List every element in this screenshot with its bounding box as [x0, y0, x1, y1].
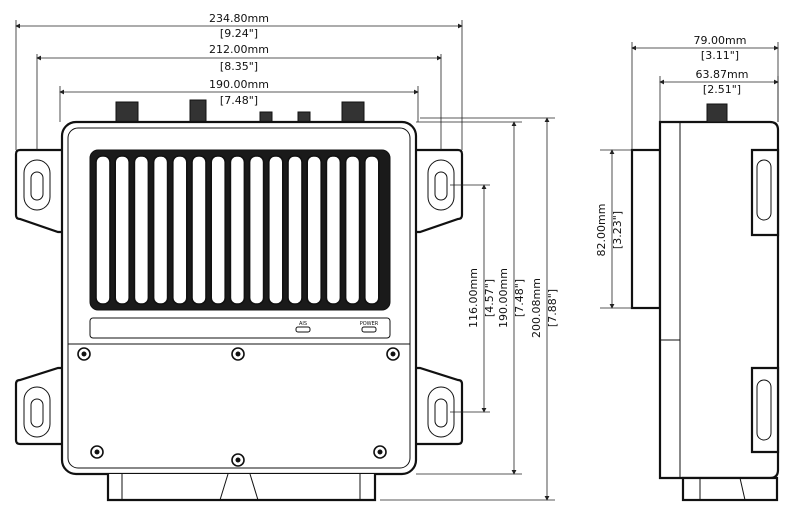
side-heatsink [630, 148, 662, 310]
heatsink-fin [172, 155, 188, 305]
bottom-cable-plate [106, 474, 377, 502]
heatsink-fin [114, 155, 130, 305]
heatsink-fin [344, 155, 361, 305]
dim-width-mount: 212.00mm [8.35"] [36, 43, 442, 150]
heatsink-fin [210, 155, 226, 305]
svg-text:[3.23"]: [3.23"] [611, 211, 624, 249]
front-view: AIS POWER 234.80mm [9.24"] [14, 12, 559, 502]
svg-text:[7.48"]: [7.48"] [513, 279, 526, 317]
heatsink-fin [306, 155, 323, 305]
svg-text:234.80mm: 234.80mm [209, 12, 269, 25]
svg-text:[4.57"]: [4.57"] [483, 279, 496, 317]
svg-text:[8.35"]: [8.35"] [220, 60, 258, 73]
heatsink-fin [191, 155, 207, 305]
svg-text:190.00mm: 190.00mm [497, 268, 510, 328]
dim-depth-body: 63.87mm [2.51"] [659, 68, 779, 122]
svg-text:82.00mm: 82.00mm [595, 204, 608, 257]
led-strip [89, 317, 391, 339]
cover-screws [77, 347, 400, 467]
dim-width-body: 190.00mm [7.48"] [59, 78, 419, 122]
svg-text:79.00mm: 79.00mm [694, 34, 747, 47]
heatsink-fin [152, 155, 169, 305]
svg-text:[7.48"]: [7.48"] [220, 94, 258, 107]
heatsink-fin [248, 155, 265, 305]
heatsink-fin [95, 155, 111, 305]
svg-text:[2.51"]: [2.51"] [703, 83, 741, 96]
svg-text:190.00mm: 190.00mm [209, 78, 269, 91]
svg-text:63.87mm: 63.87mm [696, 68, 749, 81]
svg-text:200.08mm: 200.08mm [530, 278, 543, 338]
dim-width-overall: 234.80mm [9.24"] [15, 12, 463, 150]
heatsink-fins [95, 155, 380, 305]
dim-height-mount: 116.00mm [4.57"] [450, 184, 496, 413]
svg-text:116.00mm: 116.00mm [467, 268, 480, 328]
mount-ear-top-right [408, 148, 464, 234]
dim-height-overall: 200.08mm [7.88"] [380, 117, 559, 501]
side-bottom-plate [681, 476, 779, 502]
heatsink-fin [363, 155, 380, 305]
svg-text:[7.88"]: [7.88"] [546, 289, 559, 327]
dim-height-heatsink: 82.00mm [3.23"] [595, 149, 632, 309]
led-ais [295, 326, 311, 333]
heatsink-fin [133, 155, 150, 305]
heatsink-fin [287, 155, 303, 305]
svg-text:212.00mm: 212.00mm [209, 43, 269, 56]
heatsink-fin [325, 155, 342, 305]
svg-text:[3.11"]: [3.11"] [701, 49, 739, 62]
dim-height-body: 190.00mm [7.48"] [416, 121, 526, 475]
led-label-power: POWER [360, 321, 379, 327]
led-label-ais: AIS [299, 321, 307, 327]
heatsink-fin [267, 155, 284, 305]
led-power [361, 326, 377, 333]
side-view: 79.00mm [3.11"] 63.87mm [2.51"] 82.00mm … [595, 34, 780, 502]
svg-text:[9.24"]: [9.24"] [220, 27, 258, 40]
heatsink-fin [229, 155, 246, 305]
